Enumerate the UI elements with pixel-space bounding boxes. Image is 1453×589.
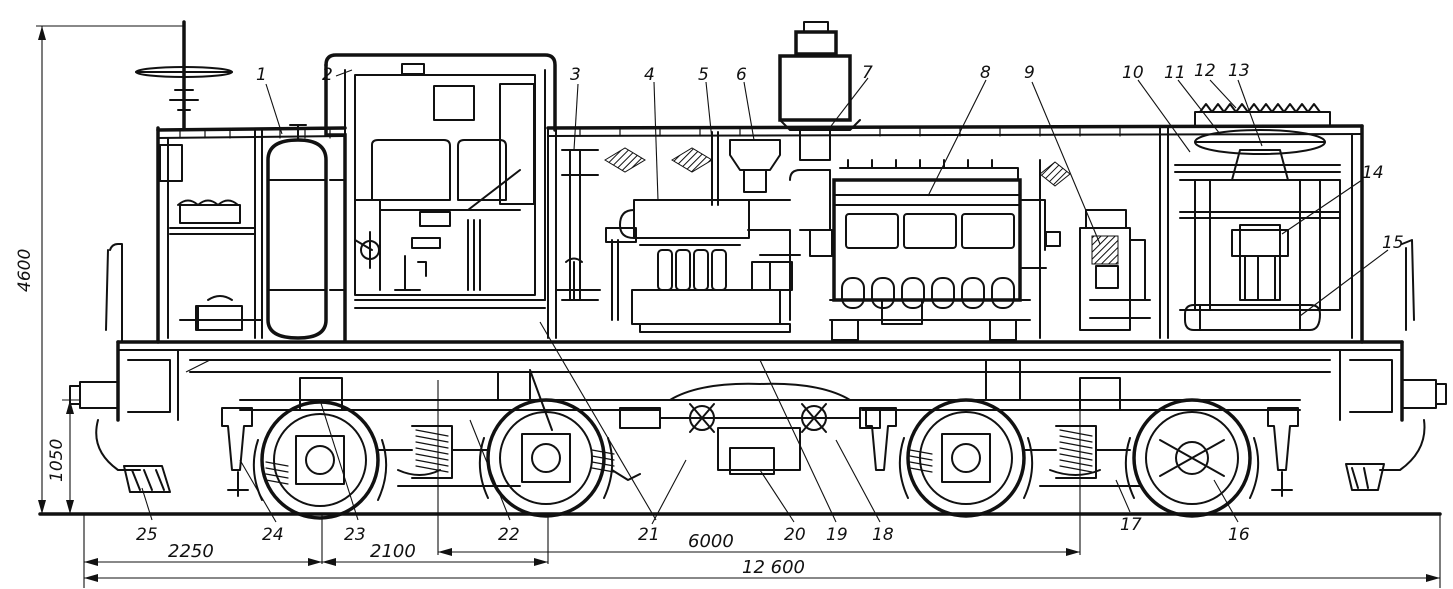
fan-drive-14 (1231, 224, 1289, 301)
callout-4: 4 (644, 65, 655, 85)
callout-20: 20 (784, 525, 806, 545)
central-driveline (619, 382, 881, 475)
partition-3 (555, 149, 601, 301)
callout-8: 8 (980, 63, 991, 83)
dimension-lines (36, 25, 1441, 588)
dim-bogie-wheelbase: 2100 (370, 541, 416, 562)
callout-21: 21 (638, 525, 660, 545)
dim-overall-length: 12 600 (742, 557, 805, 578)
dim-bogie-centers: 6000 (688, 531, 734, 552)
callout-9: 9 (1024, 63, 1035, 83)
callout-6: 6 (736, 65, 747, 85)
front-bogie (221, 369, 661, 520)
callout-numbers: 1 2 3 4 5 6 7 8 9 10 11 12 13 14 15 16 1… (136, 61, 1404, 545)
driver-cab (324, 53, 557, 342)
louver-grilles (604, 147, 1071, 187)
dim-height-total: 4600 (15, 249, 35, 292)
callout-14: 14 (1362, 163, 1384, 183)
auxiliary-generator-set (605, 199, 801, 333)
exhaust-stack-7 (778, 21, 861, 257)
callout-13: 13 (1228, 61, 1250, 81)
cardan-shaft-15 (1184, 304, 1321, 331)
callout-3: 3 (570, 65, 581, 85)
callout-10: 10 (1122, 63, 1144, 83)
dimension-labels: 4600 1050 2250 2100 6000 12 600 (15, 249, 805, 578)
silencer-6 (729, 139, 791, 201)
callout-23: 23 (344, 525, 366, 545)
air-reservoir-tank (266, 124, 346, 340)
traction-generator-9 (1079, 209, 1151, 331)
callout-12: 12 (1194, 61, 1216, 81)
callout-1: 1 (256, 65, 267, 85)
callout-11: 11 (1164, 63, 1186, 83)
body-outline (156, 124, 1364, 344)
callout-25: 25 (136, 525, 158, 545)
exhaust-pipe-5 (711, 131, 719, 206)
dim-coupler-height: 1050 (47, 439, 67, 482)
front-compartment (159, 144, 263, 331)
callout-24: 24 (262, 525, 284, 545)
callout-2: 2 (322, 65, 333, 85)
callout-leaders (141, 69, 1389, 525)
rear-bogie (861, 359, 1301, 518)
callout-15: 15 (1382, 233, 1404, 253)
callout-22: 22 (498, 525, 520, 545)
dim-front-overhang: 2250 (168, 541, 214, 562)
callout-5: 5 (698, 65, 709, 85)
callout-17: 17 (1120, 515, 1142, 535)
callout-18: 18 (872, 525, 894, 545)
main-diesel-engine (829, 159, 1061, 341)
callout-19: 19 (826, 525, 848, 545)
roof-antenna (135, 20, 233, 130)
callout-7: 7 (862, 63, 873, 83)
callout-16: 16 (1228, 525, 1250, 545)
